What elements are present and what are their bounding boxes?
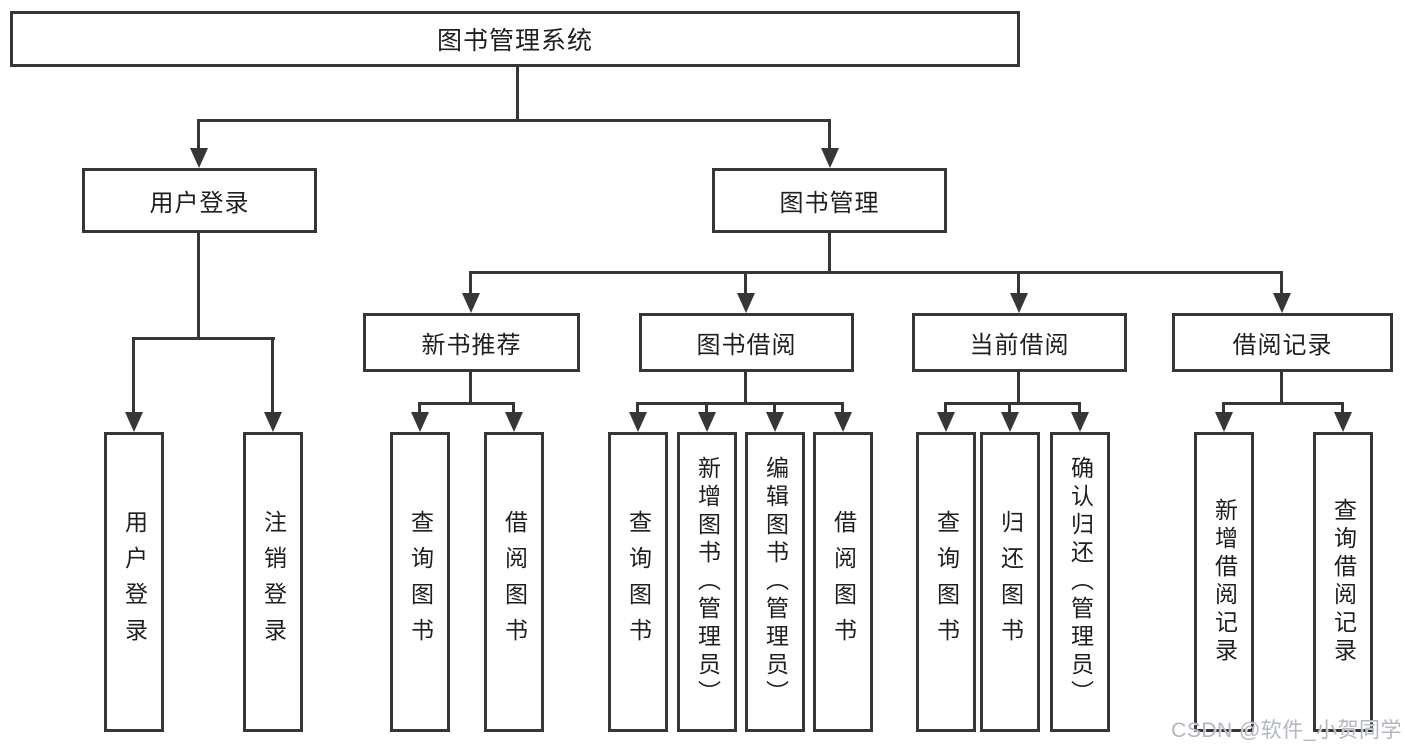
node-user-login: 用户登录 [82, 168, 317, 233]
arrow-down [271, 337, 274, 412]
arrow-down [636, 402, 639, 412]
connector-line [744, 372, 747, 405]
arrow-down [773, 402, 776, 412]
connector-line [1280, 372, 1283, 405]
arrow-down [1341, 402, 1344, 412]
arrow-down [1222, 402, 1225, 412]
arrow-down [132, 337, 135, 412]
connector-line [944, 402, 1081, 405]
leaf-borrow-books-recommend: 借阅图书 [484, 432, 544, 732]
arrow-down [197, 119, 200, 148]
arrow-down [841, 402, 844, 412]
connector-line [469, 271, 1283, 274]
connector-line [1222, 402, 1344, 405]
leaf-query-books-borrowing: 查询图书 [608, 432, 668, 732]
node-new-book-recommend: 新书推荐 [363, 313, 580, 372]
connector-line [418, 402, 515, 405]
leaf-query-books-recommend: 查询图书 [390, 432, 450, 732]
arrow-down [1078, 402, 1081, 412]
leaf-add-book-admin: 新增图书（管理员） [677, 432, 737, 732]
node-book-management: 图书管理 [712, 168, 947, 233]
node-library-management-system: 图书管理系统 [10, 11, 1020, 67]
node-borrowing-records: 借阅记录 [1172, 313, 1393, 372]
leaf-edit-book-admin: 编辑图书（管理员） [745, 432, 805, 732]
arrow-down [1280, 271, 1283, 293]
leaf-borrow-books-borrowing: 借阅图书 [813, 432, 873, 732]
connector-line [828, 233, 831, 274]
leaf-logout: 注销登录 [243, 432, 303, 732]
connector-line [1017, 372, 1020, 405]
node-book-borrowing: 图书借阅 [639, 313, 854, 372]
arrow-down [705, 402, 708, 412]
leaf-query-borrow-record: 查询借阅记录 [1313, 432, 1373, 732]
leaf-query-books-current: 查询图书 [916, 432, 976, 732]
leaf-add-borrow-record: 新增借阅记录 [1194, 432, 1254, 732]
arrow-down [512, 402, 515, 412]
arrow-down [944, 402, 947, 412]
arrow-down [1008, 402, 1011, 412]
arrow-down [1017, 271, 1020, 293]
node-current-borrowing: 当前借阅 [912, 313, 1127, 372]
connector-line [197, 233, 200, 340]
arrow-down [418, 402, 421, 412]
arrow-down [469, 271, 472, 293]
connector-line [469, 372, 472, 405]
leaf-user-login: 用户登录 [104, 432, 164, 732]
leaf-return-books: 归还图书 [980, 432, 1040, 732]
leaf-confirm-return-admin: 确认归还（管理员） [1050, 432, 1110, 732]
arrow-down [744, 271, 747, 293]
connector-line [132, 337, 275, 340]
connector-line [197, 119, 831, 122]
arrow-down [828, 119, 831, 148]
connector-line [516, 67, 519, 122]
connector-line [636, 402, 844, 405]
watermark: CSDN @软件_小贺同学 [1171, 719, 1402, 742]
